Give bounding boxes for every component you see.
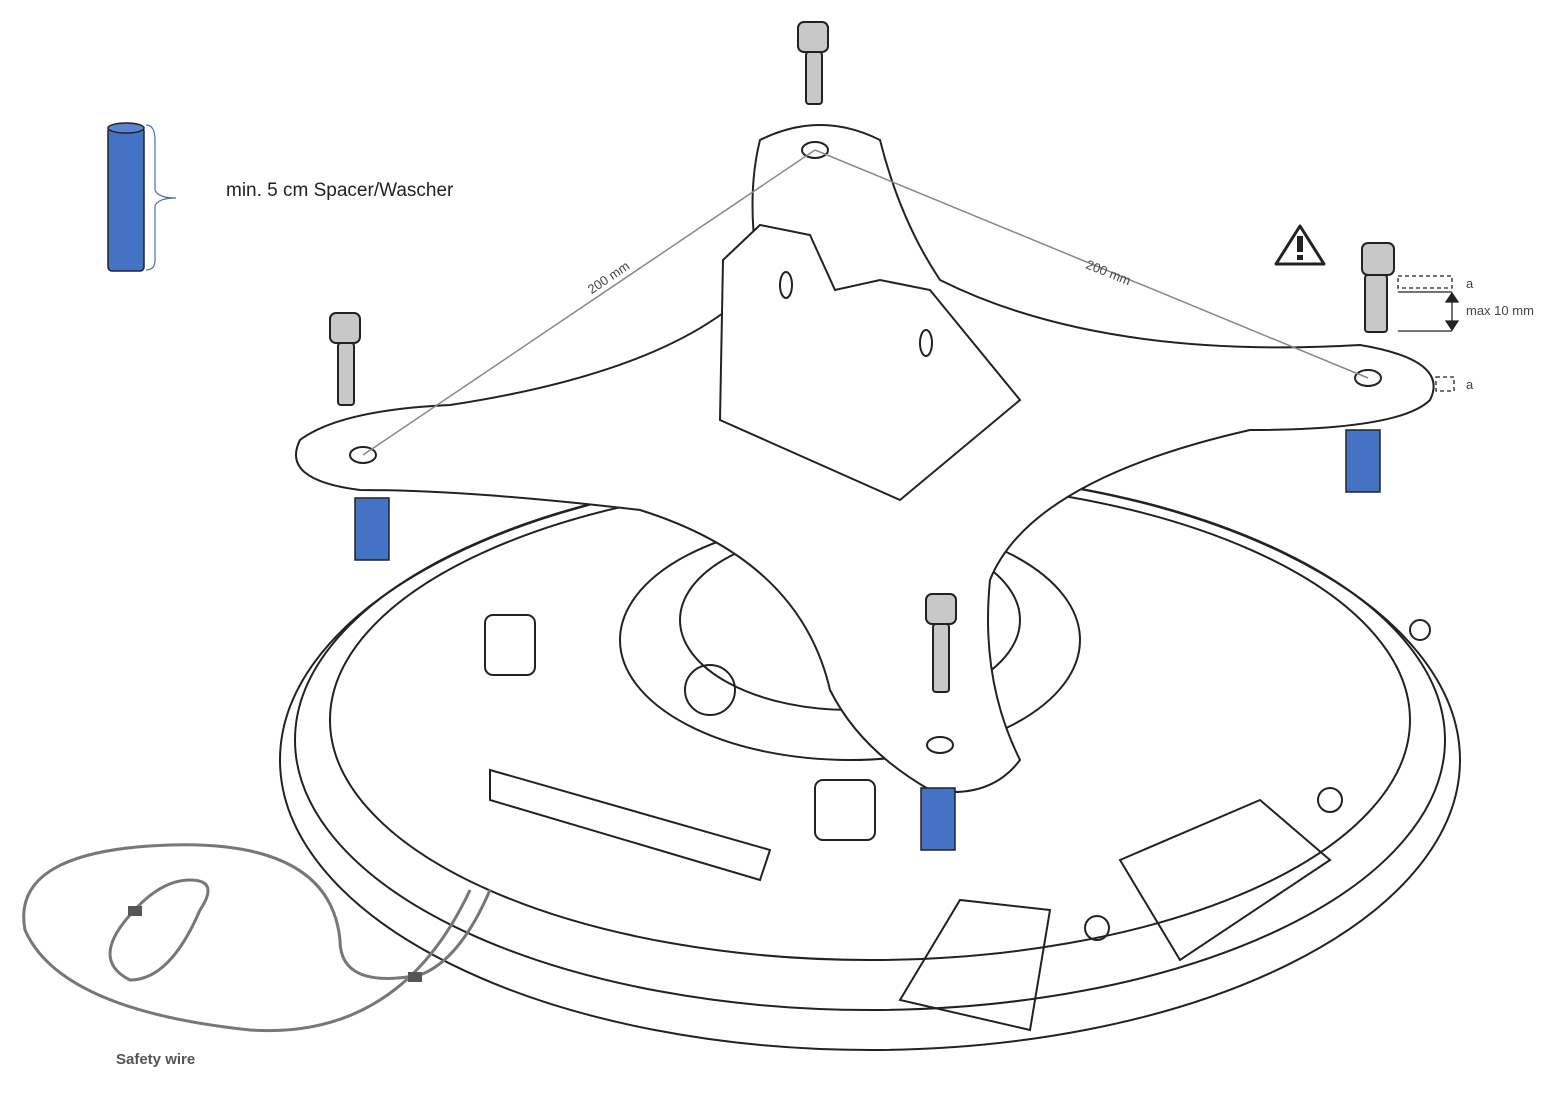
- a-top-label: a: [1466, 276, 1474, 291]
- safety-wire-label: Safety wire: [116, 1051, 196, 1068]
- screw-detail: [1361, 242, 1395, 333]
- max-distance-label: max 10 mm: [1466, 303, 1534, 318]
- a-bottom-label: a: [1466, 377, 1474, 392]
- safety-wire: [22, 843, 492, 1033]
- spacer-brace: [145, 124, 177, 271]
- dimension-lines: [362, 149, 1369, 456]
- warning-triangle-icon: [1274, 224, 1326, 266]
- spacer-label: min. 5 cm Spacer/Wascher: [226, 180, 454, 201]
- spacer-left: [354, 497, 390, 561]
- spacer-front: [920, 787, 956, 851]
- spacer-right: [1345, 429, 1381, 493]
- screw-top: [797, 21, 829, 105]
- screw-left: [329, 312, 361, 406]
- screw-center: [925, 593, 957, 693]
- mounting-plate: [295, 124, 1435, 793]
- max-dimension-marker: [1397, 275, 1460, 392]
- spacer-legend-icon: [107, 122, 145, 272]
